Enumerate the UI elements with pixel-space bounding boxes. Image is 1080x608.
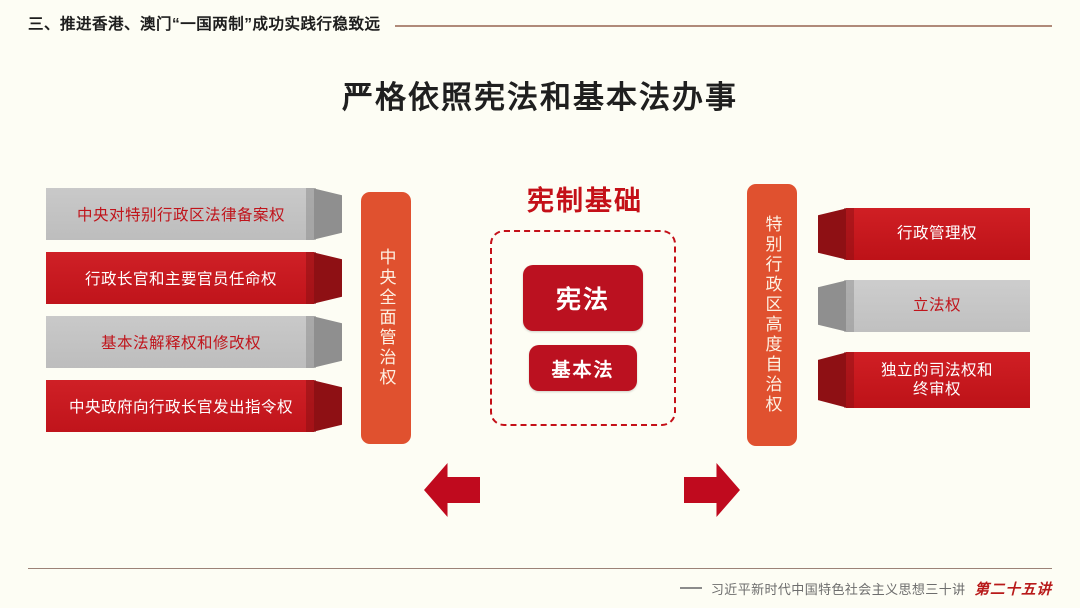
page-title: 严格依照宪法和基本法办事	[342, 80, 738, 115]
ribbon-arrow-head	[818, 208, 848, 260]
left-item-1[interactable]: 行政长官和主要官员任命权	[46, 252, 342, 304]
constitutional-basis-block: 宪制基础 宪法 基本法	[490, 180, 680, 426]
ribbon-body	[846, 352, 1030, 408]
footer-series-title: 习近平新时代中国特色社会主义思想三十讲	[710, 581, 966, 597]
right-item-2[interactable]: 独立的司法权和终审权	[818, 352, 1030, 408]
ribbon-body	[846, 280, 1030, 332]
ribbon-body	[46, 316, 314, 368]
ribbon-notch	[306, 252, 316, 304]
ribbon-notch	[844, 280, 854, 332]
left-item-label: 中央政府向行政长官发出指令权	[68, 399, 293, 416]
ribbon-notch	[844, 352, 854, 408]
header-rule	[394, 25, 1052, 27]
left-item-label: 基本法解释权和修改权	[100, 335, 261, 352]
left-powers-column: 中央对特别行政区法律备案权 行政长官和主要官员任命权 基本法解释权和修改权 中央…	[46, 188, 342, 444]
chip-basic-law[interactable]: 基本法	[529, 345, 637, 391]
ribbon-arrow-head	[818, 280, 848, 332]
chip-constitution[interactable]: 宪法	[523, 265, 643, 331]
ribbon-body	[46, 380, 314, 432]
constitutional-basis-title: 宪制基础	[527, 186, 643, 216]
ribbon-arrow-head	[312, 188, 342, 240]
left-item-3[interactable]: 中央政府向行政长官发出指令权	[46, 380, 342, 432]
ribbon-notch	[306, 380, 316, 432]
footer-lecture-number: 第二十五讲	[974, 580, 1052, 598]
high-autonomy-bar[interactable]: 特别行政区高度自治权	[747, 184, 797, 446]
left-item-0[interactable]: 中央对特别行政区法律备案权	[46, 188, 342, 240]
ribbon-body	[46, 252, 314, 304]
slide-footer: 习近平新时代中国特色社会主义思想三十讲 第二十五讲	[679, 578, 1052, 598]
footer-dash	[679, 587, 702, 589]
footer-rule	[28, 568, 1052, 570]
right-item-label: 立法权	[912, 297, 961, 315]
ribbon-arrow-head	[818, 352, 848, 408]
section-title: 三、推进香港、澳门“一国两制”成功实践行稳致远	[28, 16, 381, 34]
right-item-0[interactable]: 行政管理权	[818, 208, 1030, 260]
right-powers-column: 行政管理权 立法权 独立的司法权和终审权	[818, 208, 1030, 428]
right-item-1[interactable]: 立法权	[818, 280, 1030, 332]
ribbon-arrow-head	[312, 252, 342, 304]
ribbon-arrow-head	[312, 316, 342, 368]
ribbon-arrow-head	[312, 380, 342, 432]
left-item-label: 中央对特别行政区法律备案权	[76, 207, 285, 224]
ribbon-notch	[306, 316, 316, 368]
ribbon-body	[46, 188, 314, 240]
right-item-label: 行政管理权	[896, 225, 977, 243]
left-item-label: 行政长官和主要官员任命权	[84, 271, 277, 288]
central-jurisdiction-bar[interactable]: 中央全面管治权	[361, 192, 411, 444]
diagram: 中央对特别行政区法律备案权 行政长官和主要官员任命权 基本法解释权和修改权 中央…	[0, 180, 1080, 517]
constitutional-basis-box: 宪法 基本法	[490, 230, 676, 426]
left-item-2[interactable]: 基本法解释权和修改权	[46, 316, 342, 368]
ribbon-body	[846, 208, 1030, 260]
right-item-label: 独立的司法权和终审权	[880, 361, 993, 398]
arrow-right-icon	[684, 463, 740, 517]
ribbon-notch	[844, 208, 854, 260]
slide-header: 三、推进香港、澳门“一国两制”成功实践行稳致远	[28, 12, 1052, 38]
ribbon-notch	[306, 188, 316, 240]
arrow-left-icon	[424, 463, 480, 517]
